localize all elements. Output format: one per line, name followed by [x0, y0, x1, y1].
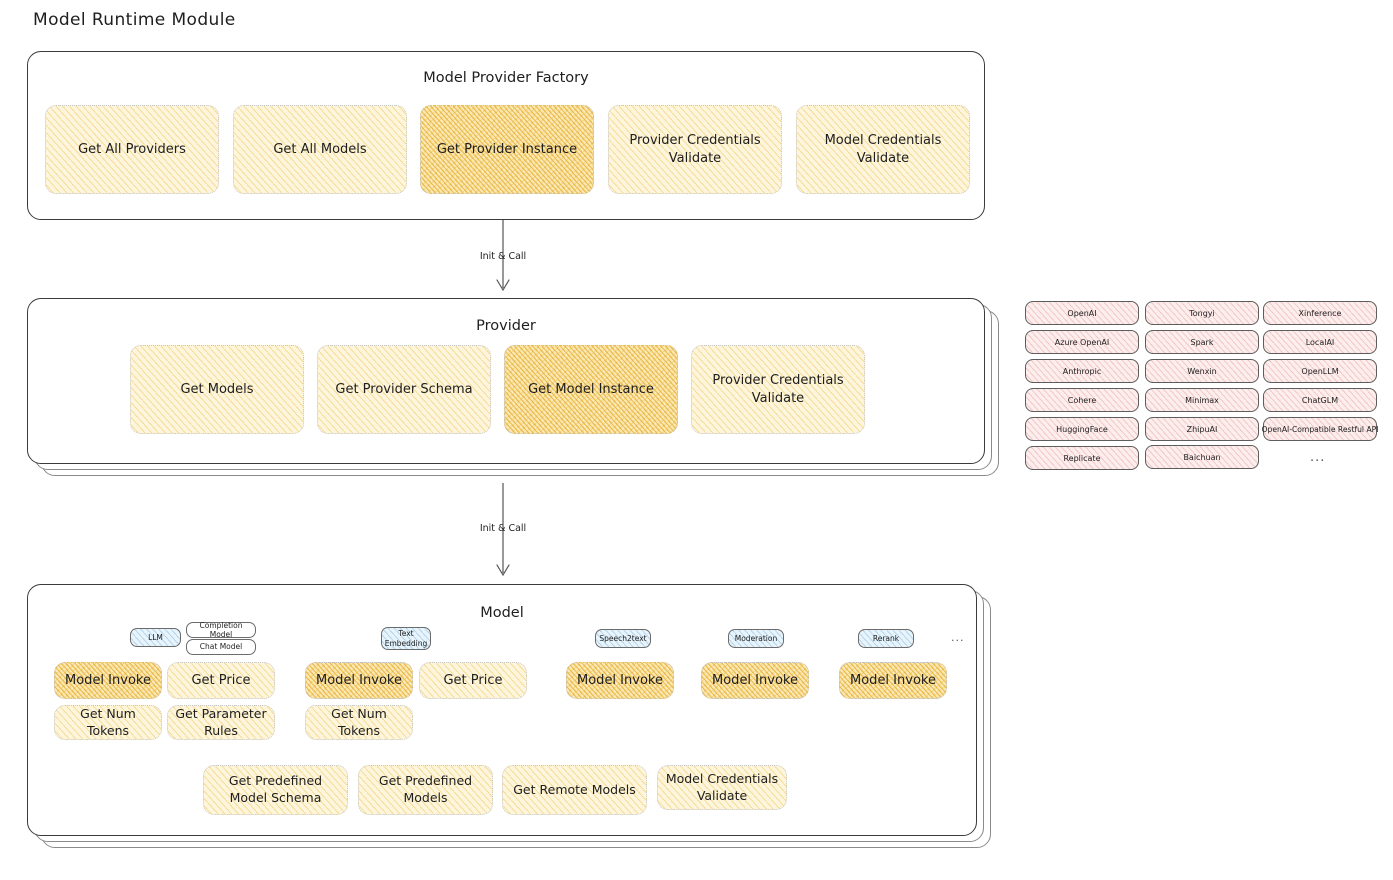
arrow-label-init-and-call-2: Init & Call	[479, 523, 527, 534]
provider-pill-tongyi[interactable]: Tongyi	[1145, 301, 1259, 325]
provider-pill-minimax[interactable]: Minimax	[1145, 388, 1259, 412]
factory-method-get-all-models[interactable]: Get All Models	[233, 105, 407, 194]
model-method-rerank-model-invoke[interactable]: Model Invoke	[839, 662, 947, 699]
factory-method-provider-credentials-validate[interactable]: Provider Credentials Validate	[608, 105, 782, 194]
model-type-badge-text-embedding[interactable]: Text Embedding	[381, 627, 431, 650]
provider-method-provider-credentials-validate[interactable]: Provider Credentials Validate	[691, 345, 865, 434]
factory-method-get-all-providers[interactable]: Get All Providers	[45, 105, 219, 194]
model-type-badge-speech2text[interactable]: Speech2text	[595, 629, 651, 648]
model-types-more-ellipsis: ...	[951, 631, 965, 644]
model-type-badge-rerank[interactable]: Rerank	[858, 629, 914, 648]
model-method-llm-get-num-tokens[interactable]: Get Num Tokens	[54, 705, 162, 740]
provider-pill-localai[interactable]: LocalAI	[1263, 330, 1377, 354]
provider-pill-openai[interactable]: OpenAI	[1025, 301, 1139, 325]
factory-method-get-provider-instance[interactable]: Get Provider Instance	[420, 105, 594, 194]
provider-method-get-model-instance[interactable]: Get Model Instance	[504, 345, 678, 434]
model-provider-factory-title: Model Provider Factory	[423, 70, 589, 86]
provider-pill-xinference[interactable]: Xinference	[1263, 301, 1377, 325]
factory-method-model-credentials-validate[interactable]: Model Credentials Validate	[796, 105, 970, 194]
provider-method-get-models[interactable]: Get Models	[130, 345, 304, 434]
provider-pill-zhipuai[interactable]: ZhipuAI	[1145, 417, 1259, 441]
model-method-llm-get-price[interactable]: Get Price	[167, 662, 275, 699]
provider-pill-spark[interactable]: Spark	[1145, 330, 1259, 354]
provider-pill-cohere[interactable]: Cohere	[1025, 388, 1139, 412]
provider-pill-openai-compatible-restful-api[interactable]: OpenAI-Compatible Restful API	[1262, 417, 1378, 441]
model-method-embedding-get-num-tokens[interactable]: Get Num Tokens	[305, 705, 413, 740]
provider-pill-baichuan[interactable]: Baichuan	[1145, 445, 1259, 469]
model-method-embedding-get-price[interactable]: Get Price	[419, 662, 527, 699]
model-shared-method-get-predefined-models[interactable]: Get Predefined Models	[358, 765, 493, 815]
provider-pill-anthropic[interactable]: Anthropic	[1025, 359, 1139, 383]
arrow-provider-to-model	[496, 483, 510, 577]
provider-title: Provider	[476, 318, 536, 334]
provider-list-more-ellipsis: ...	[1310, 450, 1326, 465]
provider-pill-chatglm[interactable]: ChatGLM	[1263, 388, 1377, 412]
provider-pill-huggingface[interactable]: HuggingFace	[1025, 417, 1139, 441]
model-method-llm-model-invoke[interactable]: Model Invoke	[54, 662, 162, 699]
model-method-moderation-model-invoke[interactable]: Model Invoke	[701, 662, 809, 699]
page-title: Model Runtime Module	[33, 10, 236, 30]
arrow-label-init-and-call-1: Init & Call	[479, 251, 527, 262]
model-shared-method-get-predefined-model-schema[interactable]: Get Predefined Model Schema	[203, 765, 348, 815]
model-method-speech2text-model-invoke[interactable]: Model Invoke	[566, 662, 674, 699]
arrow-factory-to-provider	[496, 220, 510, 292]
model-shared-method-model-credentials-validate[interactable]: Model Credentials Validate	[657, 765, 787, 810]
model-title: Model	[480, 605, 524, 621]
model-method-embedding-model-invoke[interactable]: Model Invoke	[305, 662, 413, 699]
model-type-badge-llm[interactable]: LLM	[130, 628, 181, 647]
model-type-badge-completion-model[interactable]: Completion Model	[186, 621, 256, 639]
model-shared-method-get-remote-models[interactable]: Get Remote Models	[502, 765, 647, 815]
provider-pill-wenxin[interactable]: Wenxin	[1145, 359, 1259, 383]
model-type-badge-chat-model[interactable]: Chat Model	[186, 639, 256, 655]
provider-pill-replicate[interactable]: Replicate	[1025, 446, 1139, 470]
model-type-badge-moderation[interactable]: Moderation	[728, 629, 784, 648]
provider-method-get-provider-schema[interactable]: Get Provider Schema	[317, 345, 491, 434]
provider-pill-azure-openai[interactable]: Azure OpenAI	[1025, 330, 1139, 354]
provider-pill-openllm[interactable]: OpenLLM	[1263, 359, 1377, 383]
model-method-llm-get-parameter-rules[interactable]: Get Parameter Rules	[167, 705, 275, 740]
